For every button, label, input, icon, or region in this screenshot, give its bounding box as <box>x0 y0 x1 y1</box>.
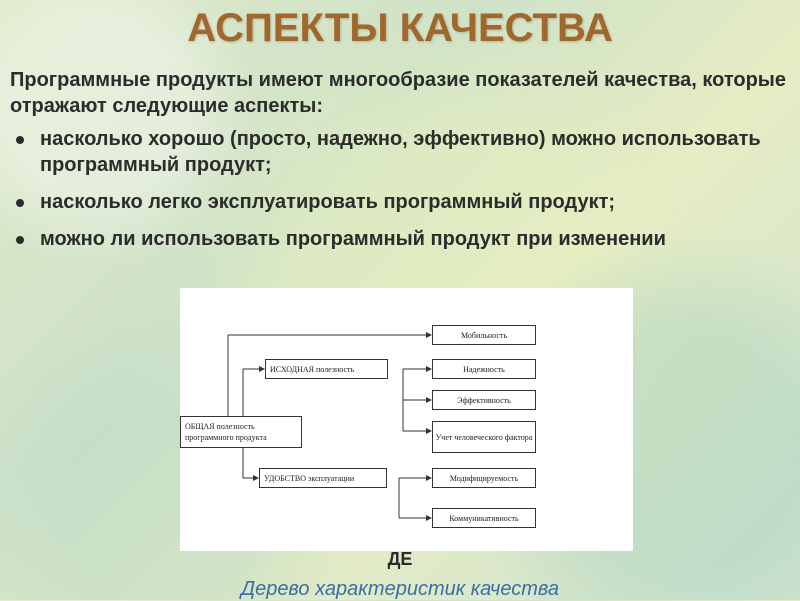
node-root: ОБЩАЯ полезность программного продукта <box>180 416 302 448</box>
aspect-text: насколько легко эксплуатировать программ… <box>40 191 616 213</box>
node-reliability: Надежность <box>432 359 536 379</box>
node-communicativeness-label: Коммуникативность <box>449 513 519 523</box>
node-efficiency-label: Эффективность <box>457 395 511 405</box>
node-efficiency: Эффективность <box>432 390 536 410</box>
aspect-item: можно ли использовать программный продук… <box>10 226 790 252</box>
node-mobility-label: Мобильность <box>460 330 508 340</box>
intro-text: Программные продукты имеют многообразие … <box>10 69 786 117</box>
aspects-list: насколько хорошо (просто, надежно, эффек… <box>10 126 790 263</box>
node-human-factor: Учет человеческого фактора <box>432 421 536 453</box>
aspect-item: насколько хорошо (просто, надежно, эффек… <box>10 126 790 178</box>
footer-fragment: ДЕ <box>387 549 413 569</box>
quality-tree-diagram: ОБЩАЯ полезность программного продукта И… <box>180 288 633 551</box>
node-reliability-label: Надежность <box>463 364 505 374</box>
node-usability-label: УДОБСТВО эксплуатации <box>264 473 355 483</box>
slide-title: АСПЕКТЫ КАЧЕСТВА <box>187 6 613 50</box>
node-root-label: ОБЩАЯ полезность программного продукта <box>185 422 267 442</box>
aspect-text: насколько хорошо (просто, надежно, эффек… <box>40 128 761 176</box>
node-communicativeness: Коммуникативность <box>432 508 536 528</box>
node-initial-utility: ИСХОДНАЯ полезность <box>265 359 388 379</box>
node-human-factor-label: Учет человеческого фактора <box>435 432 533 442</box>
node-modifiability: Модифицируемость <box>432 468 536 488</box>
aspect-item: насколько легко эксплуатировать программ… <box>10 189 790 215</box>
diagram-connectors <box>227 332 432 521</box>
node-modifiability-label: Модифицируемость <box>449 473 519 483</box>
node-mobility: Мобильность <box>432 325 536 345</box>
diagram-caption: Дерево характеристик качества <box>240 578 560 600</box>
node-usability: УДОБСТВО эксплуатации <box>259 468 387 488</box>
aspect-text: можно ли использовать программный продук… <box>40 228 666 250</box>
bullet-dot-icon <box>16 199 24 207</box>
bullet-dot-icon <box>16 136 24 144</box>
bullet-dot-icon <box>16 236 24 244</box>
node-initial-utility-label: ИСХОДНАЯ полезность <box>270 364 355 374</box>
